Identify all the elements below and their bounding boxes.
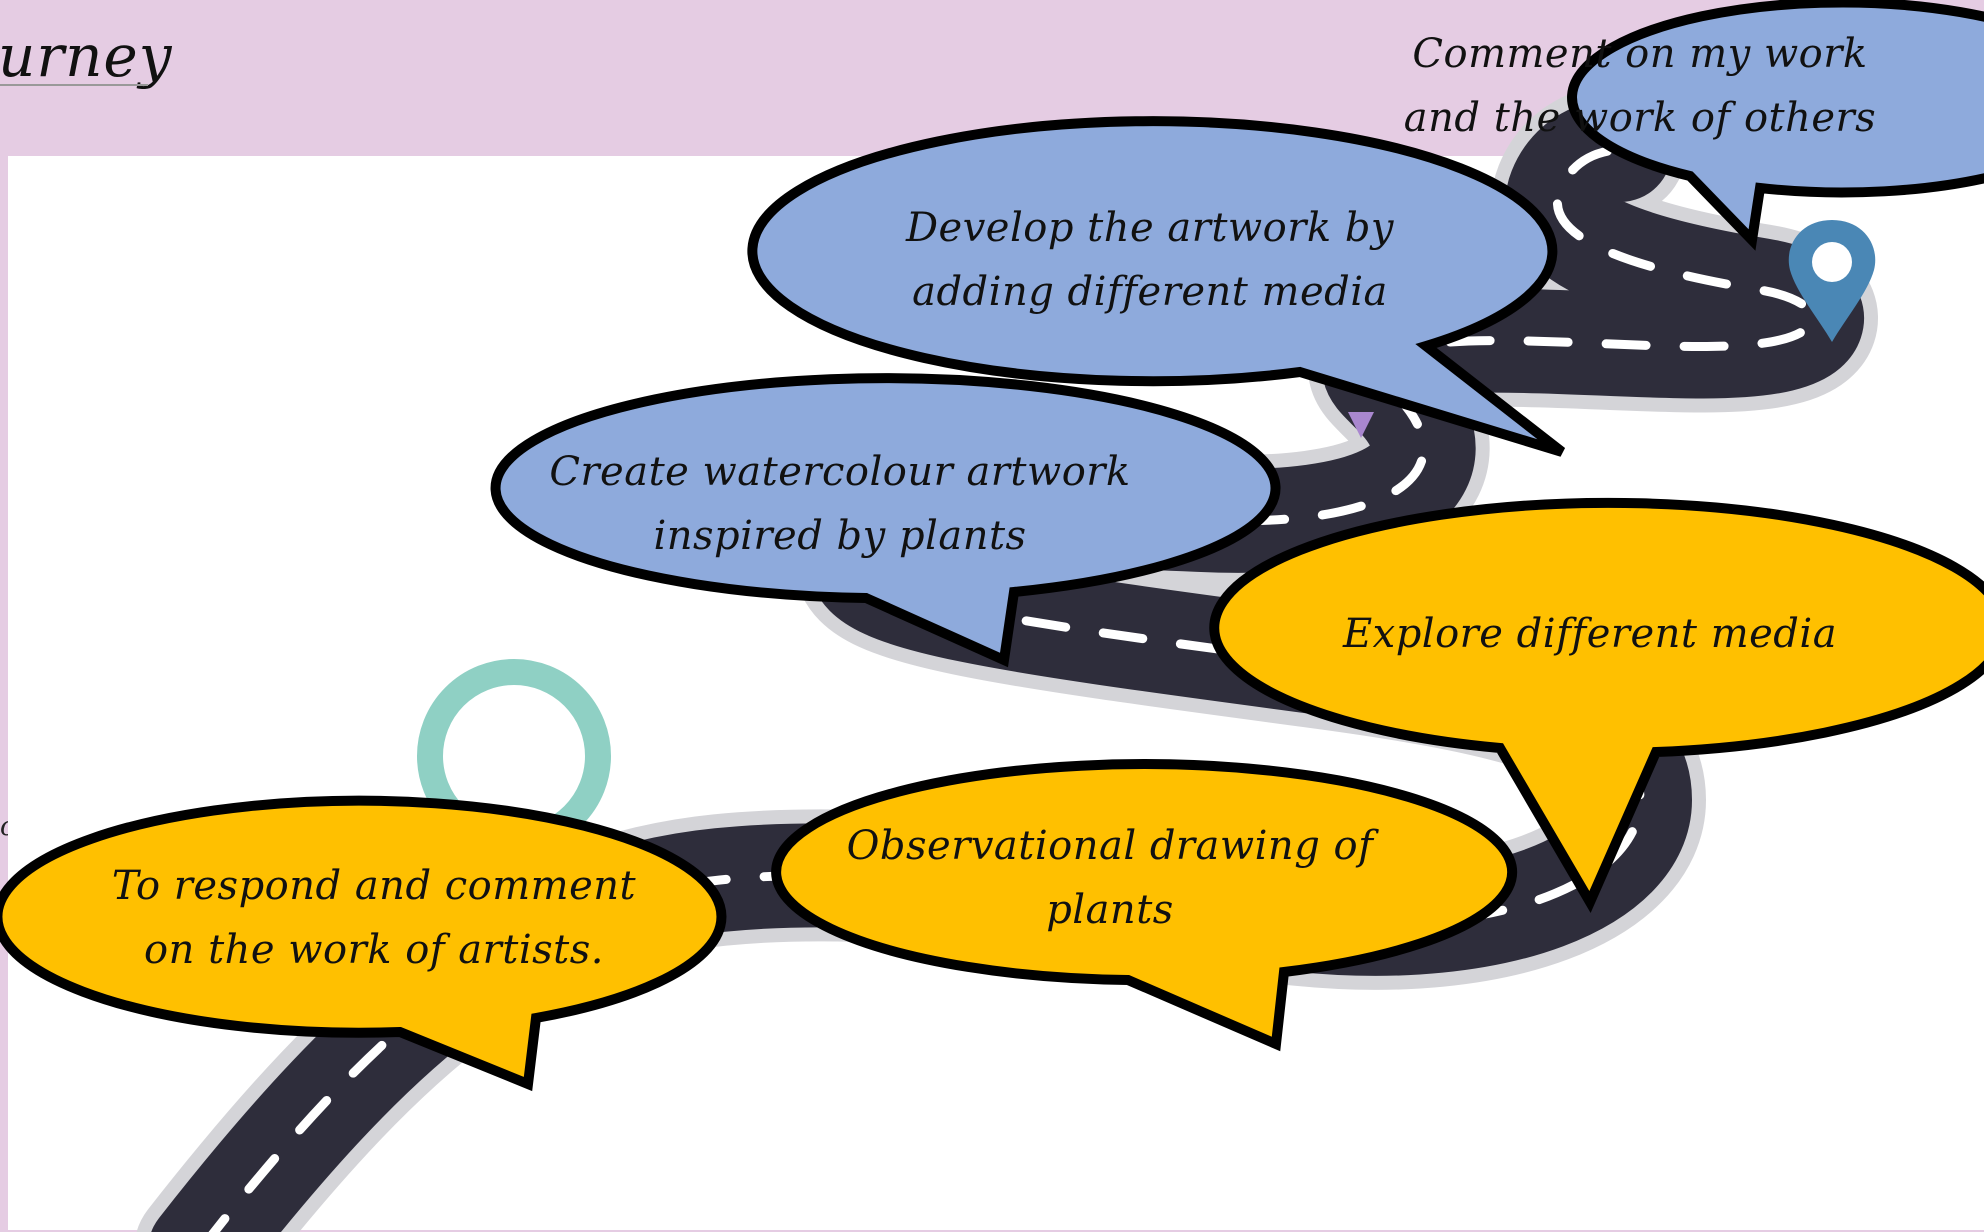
bubble-step-6 bbox=[1567, 0, 1984, 251]
step-1-line-2: on the work of artists. bbox=[144, 927, 604, 973]
small-pin-icon bbox=[1348, 412, 1374, 438]
step-4-line-1: Create watercolour artwork bbox=[549, 449, 1131, 495]
step-1-line-1: To respond and comment bbox=[111, 863, 637, 909]
speech-bubbles bbox=[0, 0, 1984, 1092]
step-2-text: Observational drawing of plants bbox=[790, 814, 1430, 942]
step-4-line-2: inspired by plants bbox=[653, 513, 1027, 559]
step-5-line-2: adding different media bbox=[912, 269, 1388, 315]
step-2-line-1: Observational drawing of bbox=[846, 823, 1374, 869]
step-3-line-1: Explore different media bbox=[1342, 611, 1838, 657]
bubble-step-3 bbox=[1209, 497, 1984, 913]
step-5-line-1: Develop the artwork by bbox=[905, 205, 1395, 251]
bubble-step-2 bbox=[771, 759, 1518, 1052]
step-6-text: Comment on my work and the work of other… bbox=[1360, 22, 1920, 150]
bubble-step-4 bbox=[490, 373, 1281, 668]
step-4-text: Create watercolour artwork inspired by p… bbox=[520, 440, 1160, 568]
location-pin-icon bbox=[1788, 220, 1876, 342]
step-1-text: To respond and comment on the work of ar… bbox=[54, 854, 694, 982]
step-5-text: Develop the artwork by adding different … bbox=[830, 196, 1470, 324]
bubble-step-1 bbox=[0, 795, 727, 1092]
bubble-step-5 bbox=[747, 116, 1566, 457]
road-center-line bbox=[208, 145, 1817, 1232]
step-6-line-2: and the work of others bbox=[1403, 95, 1877, 141]
step-2-line-2: plants bbox=[1046, 887, 1174, 933]
step-3-text: Explore different media bbox=[1270, 602, 1910, 666]
page-title: urney bbox=[0, 22, 173, 90]
step-6-line-1: Comment on my work bbox=[1412, 31, 1868, 77]
title-underline bbox=[0, 84, 148, 86]
